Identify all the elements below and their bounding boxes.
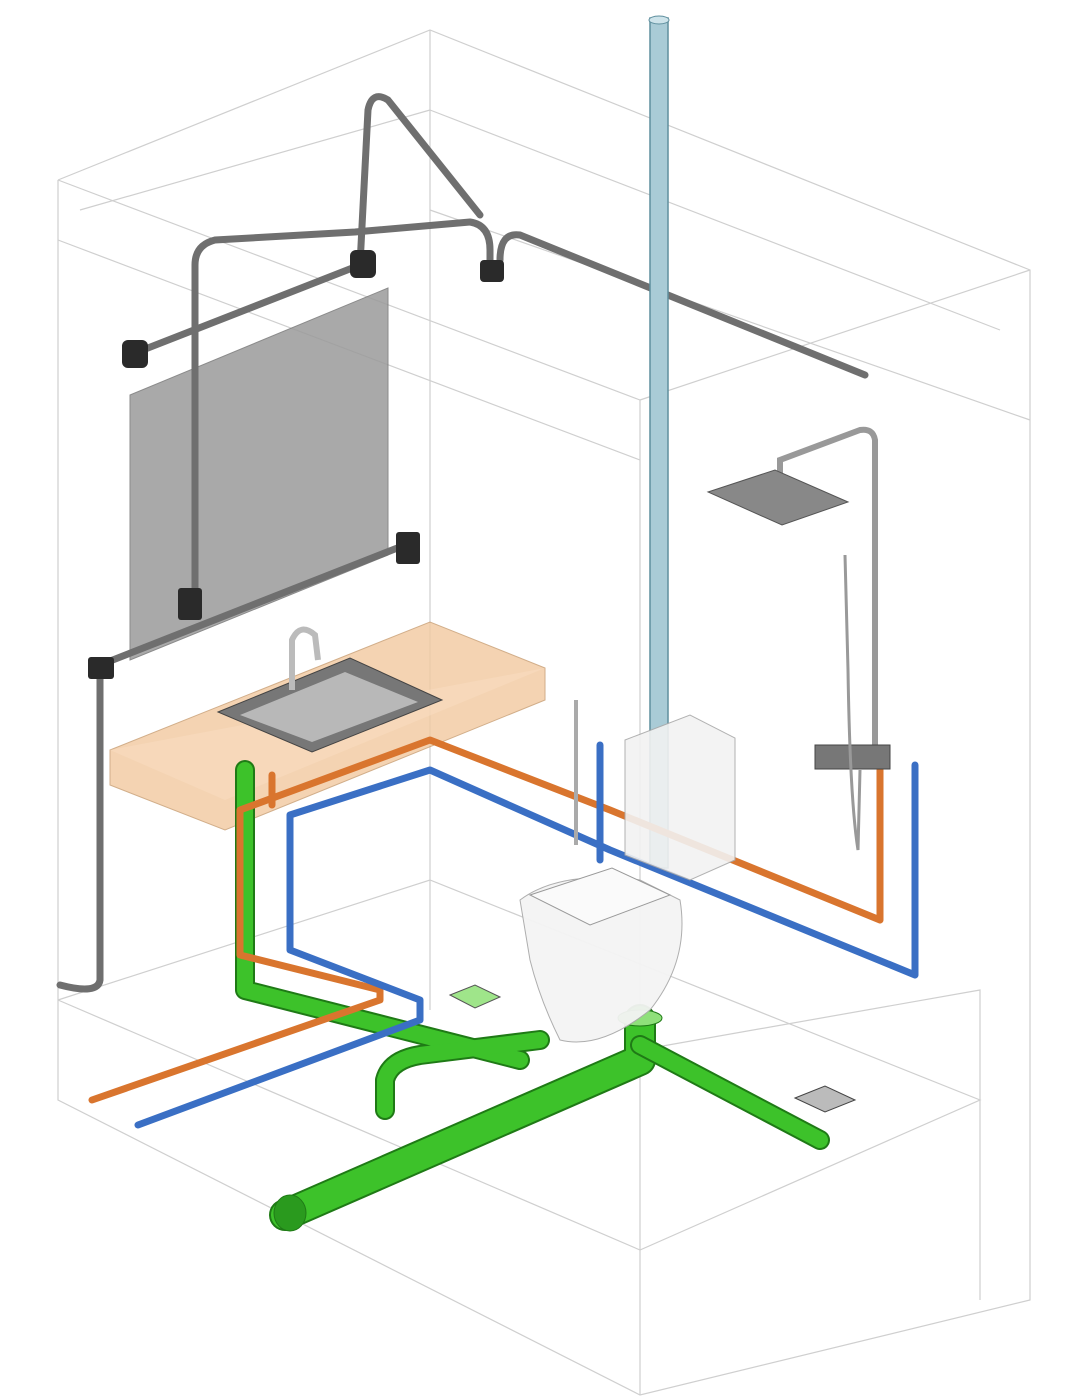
floor-drain: [793, 1085, 857, 1113]
junction-box: [178, 588, 202, 620]
junction-box: [396, 532, 420, 564]
shower-head: [706, 469, 850, 526]
junction-box: [480, 260, 504, 282]
junction-box: [350, 250, 376, 278]
shower-mixer: [814, 744, 891, 770]
drain-pipes: [235, 760, 830, 1232]
junction-box: [122, 340, 148, 368]
shower: [706, 426, 891, 851]
faucet: [289, 626, 321, 690]
toilet: [519, 714, 736, 1043]
junction-box: [88, 657, 114, 679]
electrical-conduit: [56, 93, 869, 993]
toilet-tank: [624, 714, 736, 881]
floor-drain: [448, 984, 502, 1009]
junction-boxes: [88, 250, 504, 679]
vent-pipe-cap: [648, 15, 670, 25]
sink: [216, 626, 444, 753]
hand-shower-hose: [843, 554, 862, 851]
floor-drains: [448, 984, 857, 1113]
cold-water-pipes: [134, 741, 919, 1129]
hot-water-pipes: [88, 736, 884, 1104]
